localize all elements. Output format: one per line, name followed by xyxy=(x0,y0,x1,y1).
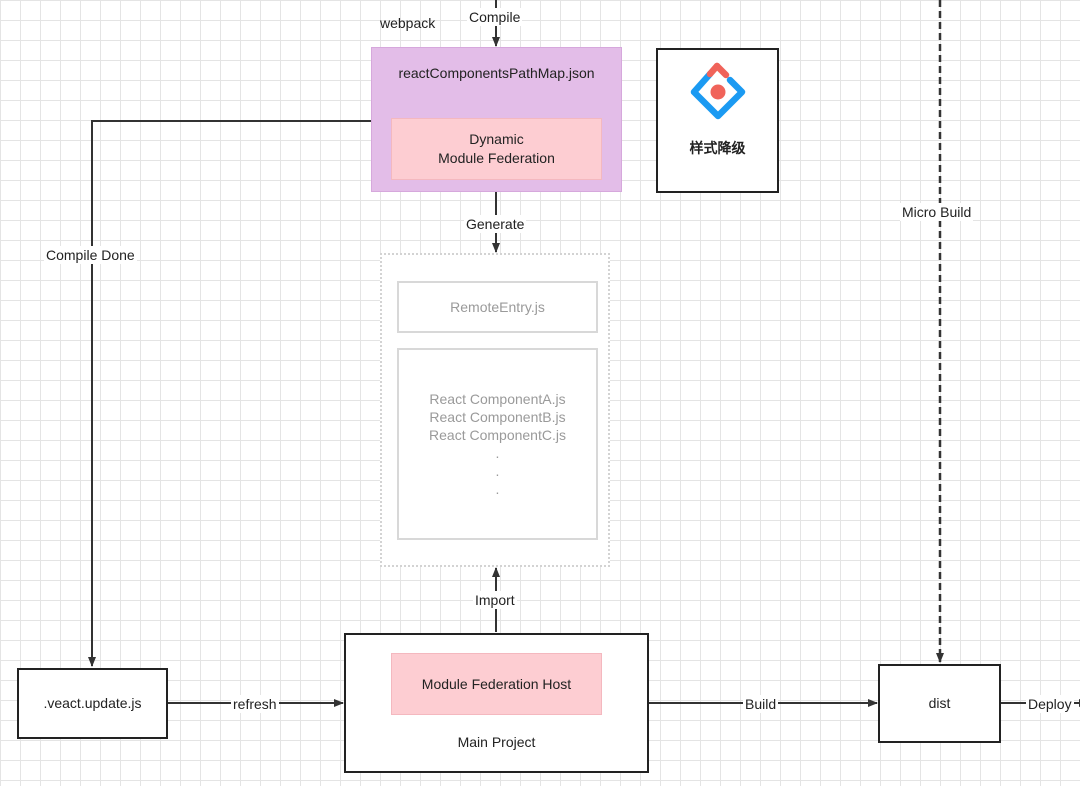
label-deploy: Deploy xyxy=(1026,695,1074,713)
ellipsis-dot-1: . xyxy=(495,445,500,461)
dmf-line2: Module Federation xyxy=(438,150,555,166)
component-a: React ComponentA.js xyxy=(429,391,566,407)
main-project-label: Main Project xyxy=(457,734,536,750)
label-refresh: refresh xyxy=(231,695,279,713)
dist-label: dist xyxy=(928,695,951,711)
path-map-node: reactComponentsPathMap.json xyxy=(398,65,595,81)
update-js-label: .veact.update.js xyxy=(43,695,142,711)
label-compile-done: Compile Done xyxy=(44,246,137,264)
ellipsis-dot-3: . xyxy=(495,481,500,497)
label-webpack: webpack xyxy=(380,15,436,31)
label-generate: Generate xyxy=(464,215,527,233)
component-b: React ComponentB.js xyxy=(429,409,566,425)
style-downgrade-label: 样式降级 xyxy=(689,140,746,156)
label-import: Import xyxy=(473,591,517,609)
remote-entry-label: RemoteEntry.js xyxy=(450,298,545,315)
dmf-line1: Dynamic xyxy=(469,131,524,147)
update-js-node: .veact.update.js xyxy=(17,668,168,739)
style-downgrade-node: 样式降级 xyxy=(656,48,779,193)
ant-design-logo-icon xyxy=(690,62,745,120)
module-federation-host-node: Module Federation Host xyxy=(391,653,602,715)
label-build: Build xyxy=(743,695,779,713)
label-compile: Compile xyxy=(467,8,523,26)
dist-node: dist xyxy=(878,664,1001,743)
ellipsis-dot-2: . xyxy=(495,463,500,479)
compile-done-arrow xyxy=(88,120,371,667)
component-c: React ComponentC.js xyxy=(429,427,566,443)
mf-host-label: Module Federation Host xyxy=(421,675,572,692)
remote-entry-node: RemoteEntry.js xyxy=(397,281,598,333)
dynamic-module-federation-node: Dynamic Module Federation xyxy=(391,118,602,180)
label-micro-build: Micro Build xyxy=(900,203,974,221)
components-node: React ComponentA.js React ComponentB.js … xyxy=(397,348,598,540)
